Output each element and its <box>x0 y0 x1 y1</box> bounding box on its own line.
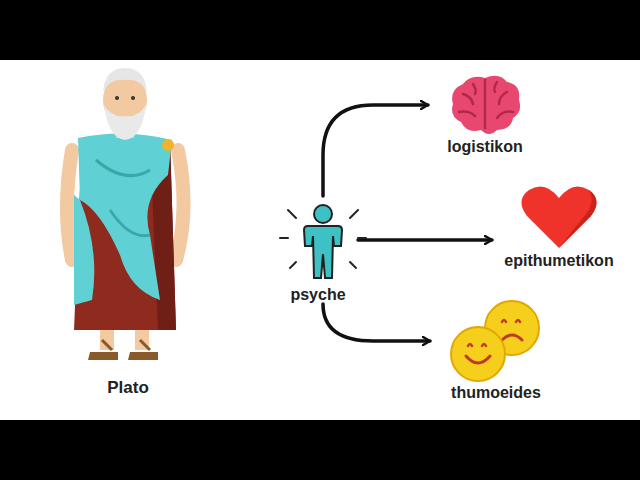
heart-icon <box>519 182 599 252</box>
bottom-bar <box>0 420 640 480</box>
top-bar <box>0 0 640 60</box>
part-label: logistikon <box>447 138 523 156</box>
arrow-connector <box>358 238 492 242</box>
brain-icon <box>447 72 523 138</box>
person-icon <box>278 196 368 286</box>
logistikon-node: logistikon <box>430 72 540 156</box>
part-label: thumoeides <box>451 384 541 402</box>
arrow-connector <box>323 304 430 341</box>
part-label: psyche <box>290 286 345 304</box>
psyche-node: psyche <box>278 196 358 304</box>
figure-caption: Plato <box>107 378 149 398</box>
epithumetikon-node: epithumetikon <box>494 182 624 270</box>
arrow-connector <box>323 105 428 196</box>
thumoeides-node: thumoeides <box>432 298 560 402</box>
part-label: epithumetikon <box>504 252 613 270</box>
mood-faces-icon <box>446 298 546 384</box>
